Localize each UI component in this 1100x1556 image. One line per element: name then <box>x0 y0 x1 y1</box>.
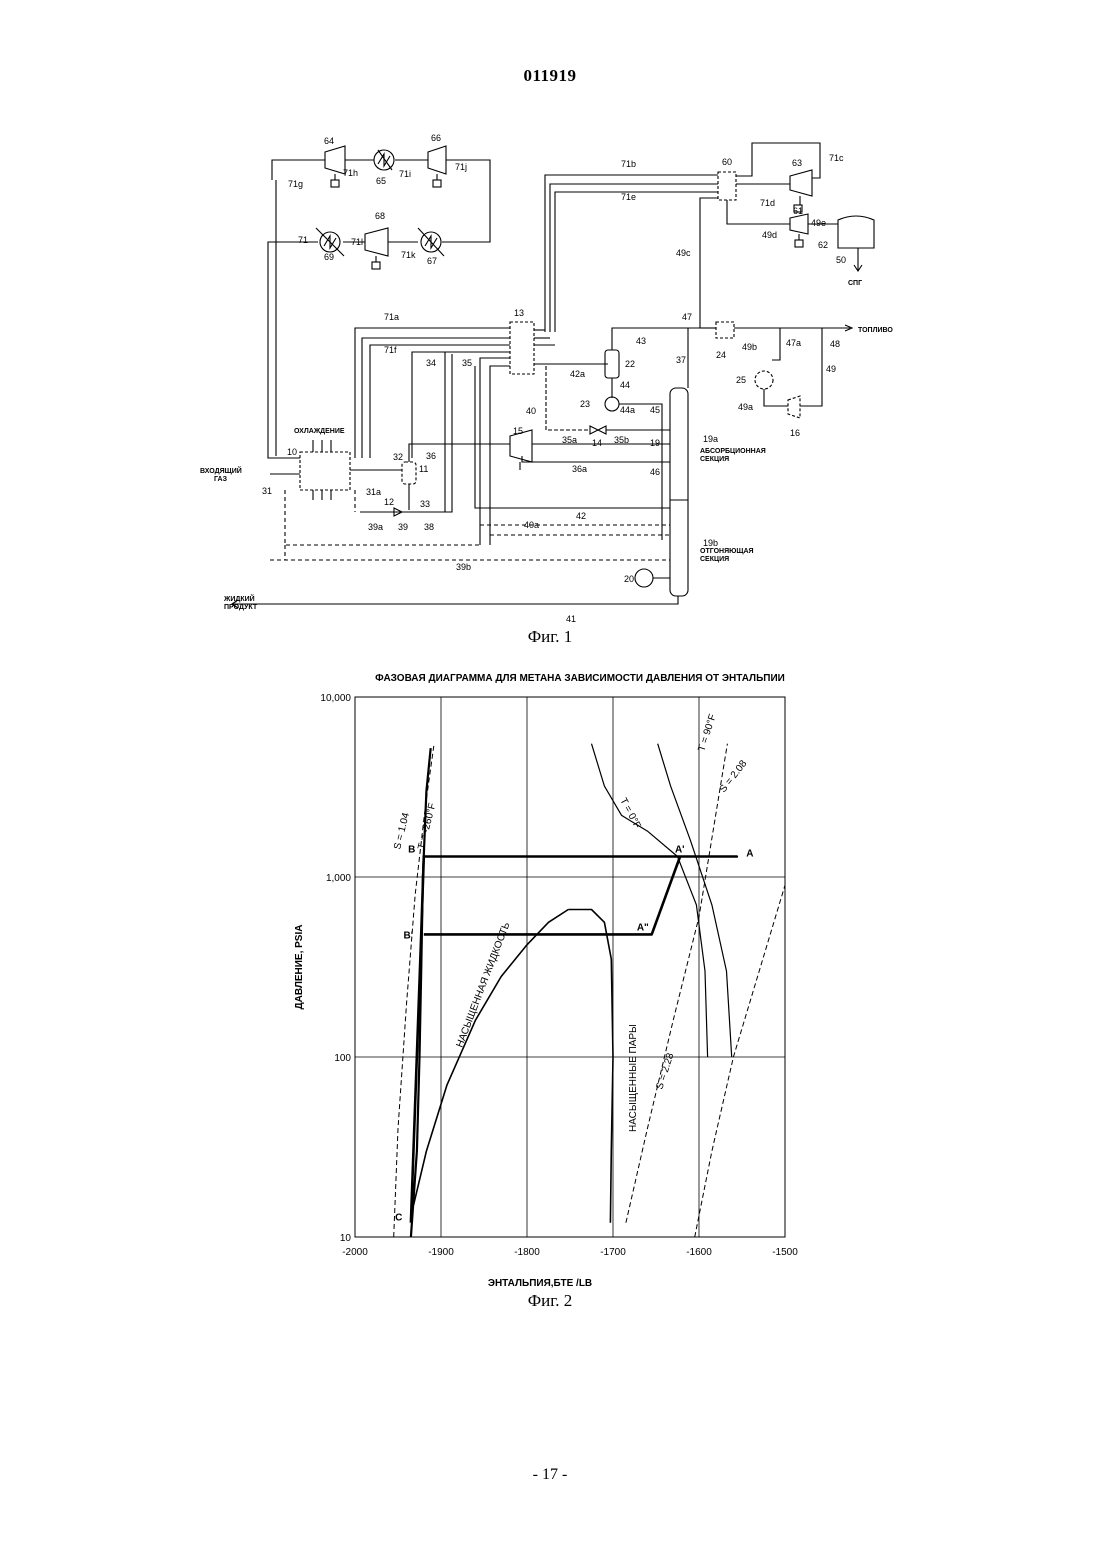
x-tick-label: -1600 <box>686 1247 712 1258</box>
y-tick-label: 1,000 <box>326 873 351 884</box>
point-label: A' <box>675 844 685 855</box>
chart-title: ФАЗОВАЯ ДИАГРАММА ДЛЯ МЕТАНА ЗАВИСИМОСТИ… <box>375 673 785 684</box>
y-tick-label: 10 <box>340 1233 352 1244</box>
point-label: A" <box>637 922 649 933</box>
series-line-s-2-08 <box>626 744 728 1223</box>
annotation-layer: A A' A" B B' C <box>395 844 753 1223</box>
point-label: B' <box>404 930 414 941</box>
page-number: - 17 - <box>0 1466 1100 1484</box>
x-tick-label: -1500 <box>772 1247 798 1258</box>
label-sat-liquid: НАСЫЩЕННАЯ ЖИДКОСТЬ <box>455 920 513 1049</box>
point-label: C <box>395 1213 402 1224</box>
x-tick-label: -2000 <box>342 1247 368 1258</box>
label-t90: T = 90°F <box>696 713 718 753</box>
x-tick-label: -1900 <box>428 1247 454 1258</box>
y-tick-label: 10,000 <box>320 693 351 704</box>
figure2-caption: Фиг. 2 <box>0 1291 1100 1311</box>
y-axis-label: ДАВЛЕНИЕ, PSIA <box>294 925 305 1010</box>
series-line-t-0-f <box>592 744 708 1057</box>
x-tick-label: -1700 <box>600 1247 626 1258</box>
point-label: B <box>408 844 415 855</box>
x-axis-label: ЭНТАЛЬПИЯ,БТЕ /LB <box>488 1278 592 1289</box>
label-sat-vapor: НАСЫЩЕННЫЕ ПАРЫ <box>628 1024 639 1132</box>
curve-layer <box>394 744 785 1237</box>
series-line-насыщенные-пары <box>568 910 613 1223</box>
y-tick-label: 100 <box>334 1053 351 1064</box>
point-label: A <box>746 848 753 859</box>
label-tm260: T = -260°F <box>416 802 438 851</box>
label-t0: T = 0°F <box>617 796 642 830</box>
x-tick-label: -1800 <box>514 1247 540 1258</box>
series-line-s-2-28 <box>695 885 785 1237</box>
